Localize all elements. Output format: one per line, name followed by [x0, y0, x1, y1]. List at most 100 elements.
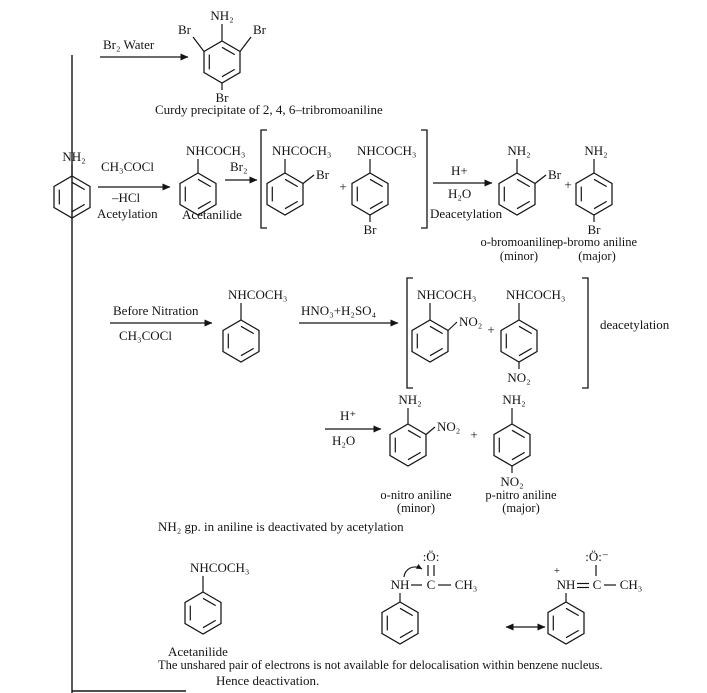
- step-label-before-nitration: Before Nitration: [113, 303, 199, 318]
- benzene-ring: [184, 591, 222, 635]
- product-name-p-nitroaniline: p-nitro aniline: [485, 488, 557, 502]
- conclusion-hence-deactivation: Hence deactivation.: [216, 673, 319, 688]
- structure-o-bromoacetanilide: NHCOCH₃ Br: [266, 143, 331, 216]
- no2-label: NO₂: [437, 419, 460, 434]
- br-label: Br: [253, 22, 267, 37]
- benzene-ring: [351, 172, 389, 216]
- nh2-label: NH₂: [507, 143, 530, 158]
- structure-p-bromoacetanilide: NHCOCH₃ Br: [351, 143, 416, 237]
- note-deactivated-by-acetylation: NH₂ gp. in aniline is deactivated by ace…: [158, 519, 404, 534]
- reagent-label-h-plus: H+: [451, 163, 468, 178]
- byproduct-label-hcl: –HCl: [111, 190, 141, 205]
- product-note-major: (major): [502, 501, 539, 515]
- structure-acetanilide: NHCOCH₃: [179, 143, 245, 216]
- product-note-major: (major): [578, 249, 615, 263]
- nh-label: NH: [557, 577, 576, 592]
- br-label: Br: [216, 90, 230, 105]
- reagent-label-h2o: H₂O: [448, 186, 471, 201]
- bond: [302, 174, 315, 184]
- carbon-label: C: [593, 577, 602, 592]
- left-bracket: [406, 277, 413, 389]
- resonance-structure-amide: :Ö: NH C CH₃: [381, 549, 478, 645]
- nhcoch3-label: NHCOCH₃: [506, 287, 565, 302]
- benzene-ring: [266, 172, 304, 216]
- oxygen-anion-label: :Ö:⁻: [585, 549, 608, 564]
- conclusion-text: The unshared pair of electrons is not av…: [158, 658, 603, 672]
- no2-label: NO₂: [507, 370, 530, 385]
- structure-p-nitroaniline: NH₂ NO₂: [493, 392, 531, 489]
- structure-acetanilide: NHCOCH₃: [222, 287, 287, 363]
- nh2-label: NH₂: [584, 143, 607, 158]
- structure-aniline: NH₂: [53, 149, 91, 219]
- right-bracket: [421, 129, 428, 229]
- reagent-label-br2-water: Br₂ Water: [103, 37, 155, 52]
- structure-o-nitroaniline: NH₂ NO₂: [389, 392, 460, 467]
- reagent-label-h2o: H₂O: [332, 433, 355, 448]
- step-label-acetylation: Acetylation: [97, 206, 158, 221]
- product-name-p-bromoaniline: p-bromo aniline: [557, 235, 638, 249]
- caption-tribromoaniline: Curdy precipitate of 2, 4, 6–tribromoani…: [155, 102, 383, 117]
- benzene-ring: [389, 423, 427, 467]
- oxygen-lone-pairs-label: :Ö:: [423, 549, 440, 564]
- right-bracket: [582, 277, 589, 389]
- product-note-minor: (minor): [500, 249, 538, 263]
- product-name-o-nitroaniline: o-nitro aniline: [380, 488, 452, 502]
- nhcoch3-label: NHCOCH₃: [228, 287, 287, 302]
- plus-sign: +: [339, 179, 346, 194]
- benzene-ring: [500, 319, 538, 363]
- benzene-ring: [203, 40, 241, 84]
- nhcoch3-label: NHCOCH₃: [186, 143, 245, 158]
- nh-label: NH: [391, 577, 410, 592]
- benzene-ring: [222, 319, 260, 363]
- electron-shift-curved-arrow: [403, 563, 423, 578]
- reagent-label-ch3cocl: CH₃COCl: [101, 159, 154, 174]
- bond: [425, 426, 436, 435]
- product-note-minor: (minor): [397, 501, 435, 515]
- no2-label: NO₂: [500, 474, 523, 489]
- step-label-deacetylation: Deacetylation: [430, 206, 503, 221]
- structure-p-nitroacetanilide: NHCOCH₃ NO₂: [500, 287, 565, 385]
- left-bracket: [260, 129, 267, 229]
- plus-sign: +: [487, 322, 494, 337]
- br-label: Br: [588, 222, 602, 237]
- br-label: Br: [548, 167, 562, 182]
- bond: [447, 321, 458, 331]
- structure-tribromoaniline: NH₂ Br Br Br: [178, 8, 267, 105]
- name-label-acetanilide: Acetanilide: [168, 644, 228, 659]
- br-label: Br: [178, 22, 192, 37]
- nhcoch3-label: NHCOCH₃: [190, 560, 249, 575]
- resonance-structure-iminium: :Ö:⁻ + NH C CH₃: [547, 549, 643, 645]
- bond: [239, 36, 252, 52]
- nh2-label: NH₂: [210, 8, 233, 23]
- product-name-o-bromoaniline: o-bromoaniline: [480, 235, 558, 249]
- structure-p-bromoaniline: NH₂ Br: [575, 143, 613, 237]
- structure-o-nitroacetanilide: NHCOCH₃ NO₂: [411, 287, 482, 363]
- structure-acetanilide: NHCOCH₃: [184, 560, 249, 635]
- nhcoch3-label: NHCOCH₃: [272, 143, 331, 158]
- benzene-ring: [411, 319, 449, 363]
- step-label-deacetylation: deacetylation: [600, 317, 670, 332]
- plus-sign: +: [470, 427, 477, 442]
- nh2-label: NH₂: [398, 392, 421, 407]
- reagent-label-h-plus: H⁺: [340, 408, 356, 423]
- br-label: Br: [316, 167, 330, 182]
- ch3-label: CH₃: [620, 577, 643, 592]
- structure-o-bromoaniline: NH₂ Br: [498, 143, 562, 216]
- benzene-ring: [575, 172, 613, 216]
- benzene-ring: [498, 172, 536, 216]
- reagent-label-ch3cocl: CH₃COCl: [119, 328, 172, 343]
- benzene-ring: [381, 601, 419, 645]
- no2-label: NO₂: [459, 314, 482, 329]
- reagent-label-br2: Br₂: [230, 159, 248, 174]
- nhcoch3-label: NHCOCH₃: [357, 143, 416, 158]
- benzene-ring: [493, 423, 531, 467]
- plus-sign: +: [564, 177, 571, 192]
- br-label: Br: [364, 222, 378, 237]
- nh2-label: NH₂: [62, 149, 85, 164]
- reagent-label-hno3-h2so4: HNO₃+H₂SO₄: [301, 303, 377, 318]
- bond: [192, 36, 205, 52]
- benzene-ring: [547, 601, 585, 645]
- ch3-label: CH₃: [455, 577, 478, 592]
